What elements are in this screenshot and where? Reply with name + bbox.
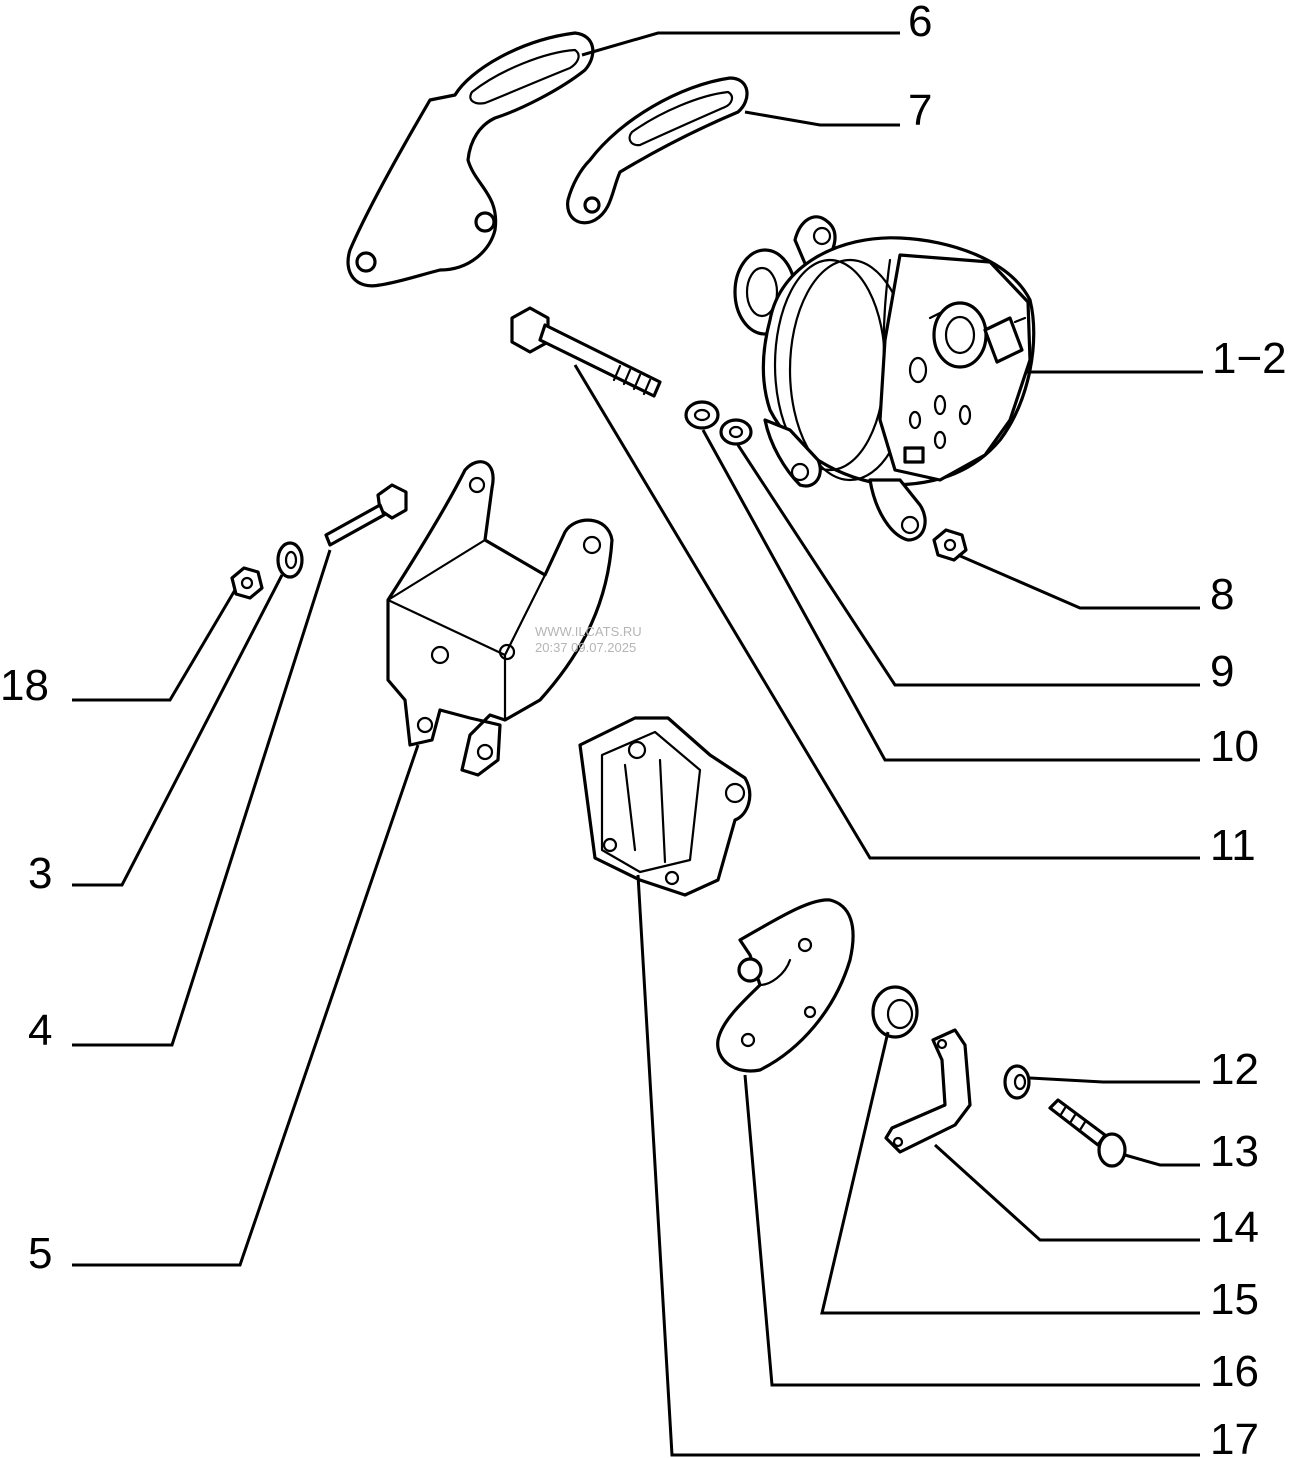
- part-16-tensioner-plate[interactable]: [716, 898, 855, 1073]
- callout-3[interactable]: 3: [28, 849, 52, 898]
- callout-7[interactable]: 7: [908, 86, 932, 135]
- part-4-bolt[interactable]: [324, 483, 408, 547]
- leader-lines: [72, 31, 1203, 1457]
- callout-12[interactable]: 12: [1210, 1045, 1259, 1094]
- callout-10[interactable]: 10: [1210, 722, 1259, 771]
- part-11-long-bolt[interactable]: [510, 306, 662, 398]
- part-8-nut[interactable]: [932, 528, 968, 562]
- watermark-site: WWW.ILCATS.RU: [535, 624, 642, 639]
- callout-6[interactable]: 6: [908, 0, 932, 46]
- part-13-screw[interactable]: [1048, 1098, 1127, 1168]
- part-7-strap[interactable]: [566, 76, 749, 225]
- callout-11[interactable]: 11: [1210, 821, 1256, 870]
- part-3-lock-washer[interactable]: [276, 541, 304, 579]
- part-10-washer[interactable]: [684, 400, 720, 430]
- callout-14[interactable]: 14: [1210, 1203, 1259, 1252]
- part-18-nut[interactable]: [230, 566, 264, 600]
- part-6-bracket[interactable]: [346, 31, 595, 288]
- callout-13[interactable]: 13: [1210, 1127, 1259, 1176]
- callout-4[interactable]: 4: [28, 1006, 52, 1055]
- callout-5[interactable]: 5: [28, 1229, 52, 1278]
- part-15-bushing[interactable]: [871, 985, 919, 1039]
- part-9-washer[interactable]: [719, 418, 753, 446]
- callout-18[interactable]: 18: [0, 661, 49, 710]
- callout-16[interactable]: 16: [1210, 1347, 1259, 1396]
- callout-15[interactable]: 15: [1210, 1275, 1259, 1324]
- watermark-timestamp: 20:37 09.07.2025: [535, 640, 636, 655]
- callout-9[interactable]: 9: [1210, 647, 1234, 696]
- part-1-2-alternator[interactable]: [733, 215, 1036, 542]
- part-12-washer[interactable]: [1003, 1064, 1031, 1100]
- part-17-mounting-block[interactable]: [578, 716, 752, 897]
- callout-8[interactable]: 8: [1210, 570, 1234, 619]
- callout-17[interactable]: 17: [1210, 1415, 1259, 1458]
- part-14-l-strap[interactable]: [884, 1028, 972, 1154]
- part-5-mounting-bracket[interactable]: [386, 460, 614, 777]
- callout-1-2[interactable]: 1−2: [1212, 334, 1287, 383]
